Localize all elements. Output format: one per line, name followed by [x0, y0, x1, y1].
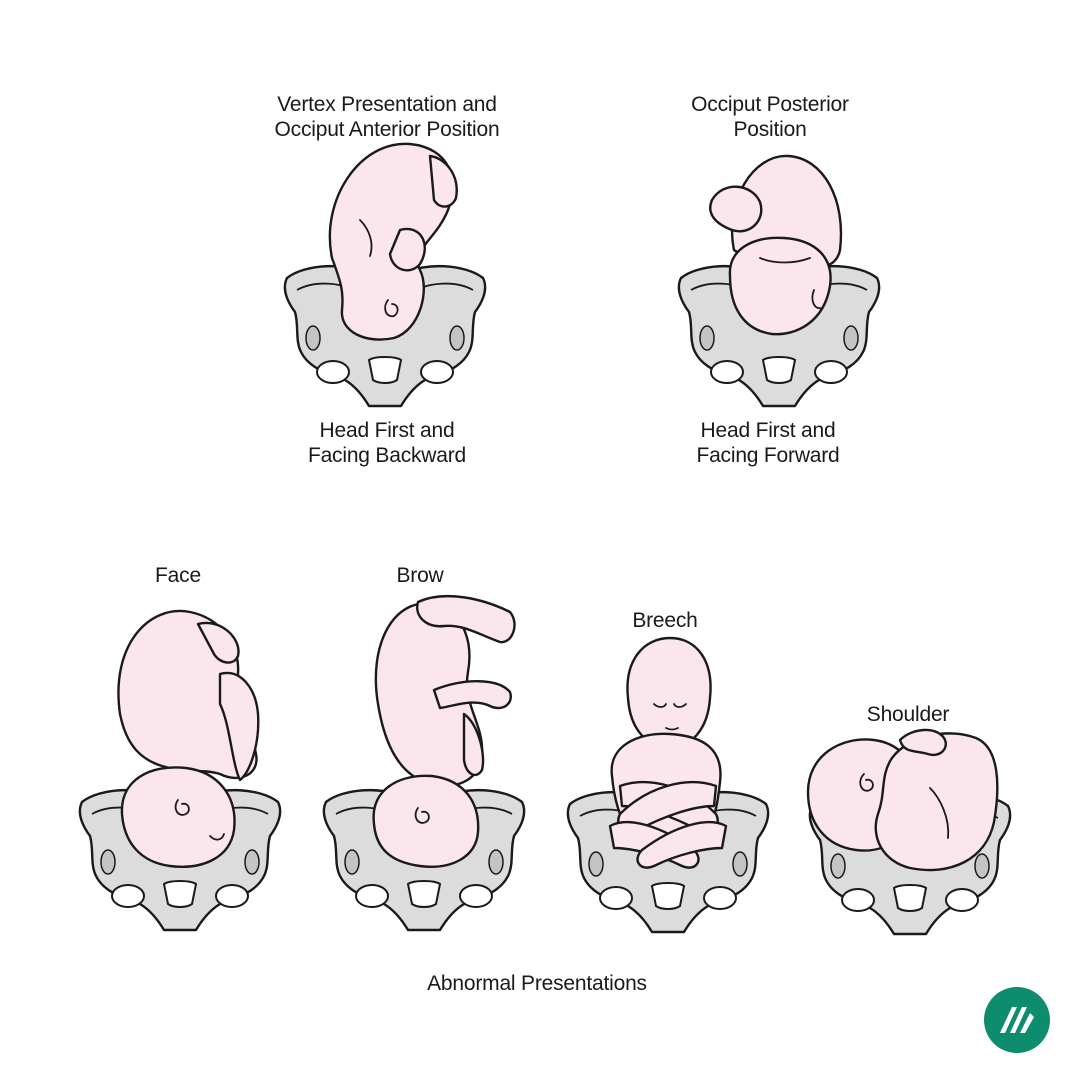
brand-logo-icon [984, 987, 1050, 1053]
occiput-posterior-caption-line-1: Head First and [700, 419, 836, 442]
occiput-posterior-title: Occiput Posterior Position [645, 92, 895, 142]
shoulder-presentation-illustration [800, 728, 1020, 944]
occiput-posterior-caption-line-2: Facing Forward [696, 444, 840, 467]
occiput-posterior-title-line-1: Occiput Posterior [691, 93, 849, 116]
vertex-caption-line-2: Facing Backward [307, 444, 467, 467]
shoulder-label: Shoulder [866, 703, 950, 726]
occiput-posterior-title-line-2: Position [733, 118, 807, 141]
breech-presentation-illustration [558, 636, 778, 944]
abnormal-presentations-title: Abnormal Presentations [427, 972, 647, 995]
occiput-posterior-illustration [664, 140, 894, 420]
occiput-posterior-caption: Head First and Facing Forward [643, 418, 893, 468]
brow-label: Brow [396, 564, 444, 587]
breech-label: Breech [632, 609, 698, 632]
vertex-caption-line-1: Head First and [319, 419, 455, 442]
face-label: Face [155, 564, 201, 587]
face-presentation-illustration [70, 604, 290, 944]
vertex-title: Vertex Presentation and Occiput Anterior… [237, 92, 537, 142]
vertex-caption: Head First and Facing Backward [262, 418, 512, 468]
vertex-occiput-anterior-illustration [270, 140, 500, 420]
brow-presentation-illustration [314, 594, 534, 944]
vertex-title-line-2: Occiput Anterior Position [274, 118, 500, 141]
vertex-title-line-1: Vertex Presentation and [277, 93, 497, 116]
